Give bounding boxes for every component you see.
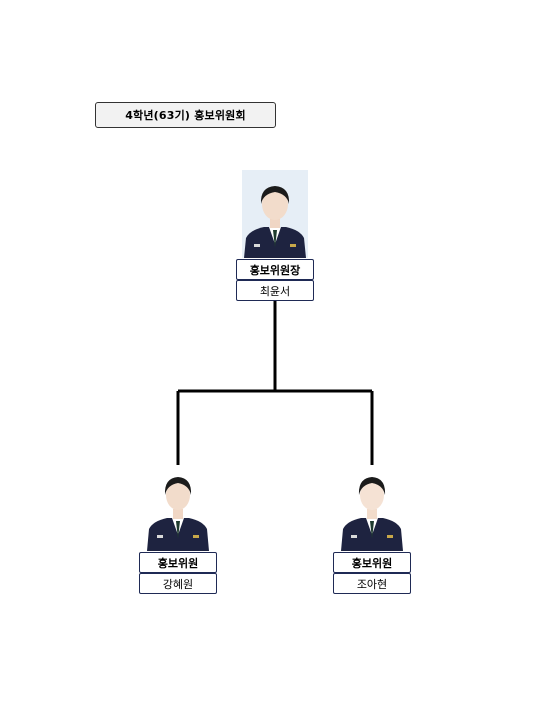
- member-1-name-label: 강혜원: [139, 573, 217, 594]
- member-2-name-label: 조아현: [333, 573, 411, 594]
- member-1-photo: [145, 465, 211, 551]
- member-2-photo: [339, 465, 405, 551]
- leader-role-label: 홍보위원장: [236, 259, 314, 280]
- leader-node: 홍보위원장 최윤서: [236, 170, 314, 301]
- member-node-1: 홍보위원 강혜원: [139, 465, 217, 594]
- member-2-role-label: 홍보위원: [333, 552, 411, 573]
- committee-title: 4학년(63기) 홍보위원회: [95, 102, 276, 128]
- leader-name-label: 최윤서: [236, 280, 314, 301]
- member-node-2: 홍보위원 조아현: [333, 465, 411, 594]
- member-1-role-label: 홍보위원: [139, 552, 217, 573]
- leader-photo: [242, 170, 308, 258]
